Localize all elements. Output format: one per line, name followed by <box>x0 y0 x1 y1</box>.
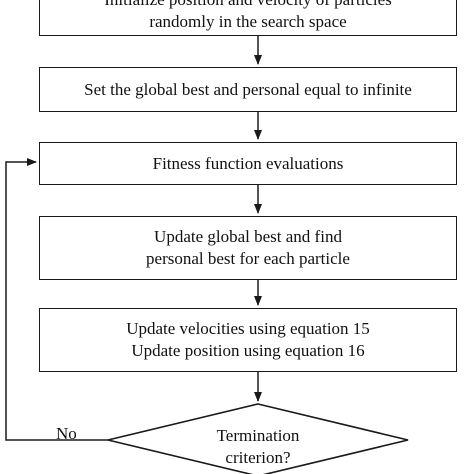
decision-text-line: Termination <box>216 426 300 445</box>
decision-text: Termination criterion? <box>158 425 358 469</box>
update-velocity-position-box: Update velocities using equation 15 Upda… <box>39 308 457 372</box>
loop-back-arrow <box>5 158 108 441</box>
step-text-line: Initialize position and velocity of part… <box>104 0 392 11</box>
update-best-box: Update global best and find personal bes… <box>39 216 457 280</box>
decision-text-line: criterion? <box>225 448 291 467</box>
step-text-line: personal best for each particle <box>146 249 350 268</box>
step-text-line: Fitness function evaluations <box>152 153 344 173</box>
step-text-line: Update position using equation 16 <box>131 341 365 360</box>
step-text-line: randomly in the search space <box>149 12 347 31</box>
step-text-line: Set the global best and personal equal t… <box>84 79 412 99</box>
set-global-best-box: Set the global best and personal equal t… <box>39 67 457 112</box>
step-text-line: Update global best and find <box>154 227 342 246</box>
step-text-line: Update velocities using equation 15 <box>126 319 370 338</box>
no-branch-label: No <box>56 424 77 443</box>
decision-diamond <box>107 403 409 474</box>
initialize-particles-box: Initialize position and velocity of part… <box>39 0 457 36</box>
fitness-evaluation-box: Fitness function evaluations <box>39 142 457 185</box>
